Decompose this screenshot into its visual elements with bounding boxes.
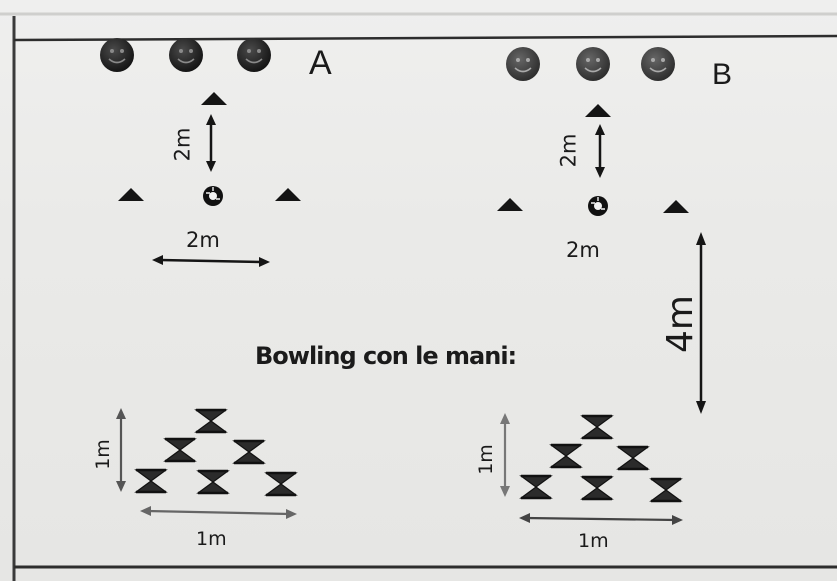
player-icon [506, 47, 540, 81]
player-icon [169, 38, 203, 72]
group-label-b: B [712, 60, 732, 90]
pin-height-label-left: 1m [94, 439, 113, 470]
diagram-title: Bowling con le mani: [255, 342, 516, 370]
player-icon [100, 38, 134, 72]
cone-icon [497, 198, 523, 211]
vertical-distance-label-b: 2m [558, 134, 579, 168]
bowling-pin-icon [198, 471, 228, 493]
group-label-a: A [309, 46, 332, 80]
double-arrow-icon [519, 513, 683, 525]
double-arrow-icon [152, 255, 270, 267]
player-icon [237, 38, 271, 72]
pin-set-right [500, 413, 683, 525]
bowling-pin-icon [582, 477, 612, 499]
cone-icon [118, 188, 144, 201]
bowling-pin-icon [618, 447, 648, 469]
bowling-pin-icon [165, 439, 195, 461]
bowling-pin-icon [651, 479, 681, 501]
separation-distance-label: 4m [663, 295, 699, 353]
pin-height-label-right: 1m [477, 444, 496, 475]
pin-set-left [116, 408, 297, 519]
horizontal-distance-label-b: 2m [566, 240, 600, 261]
ball-icon [588, 196, 608, 216]
bowling-pin-icon [234, 441, 264, 463]
bowling-pin-icon [196, 410, 226, 432]
bowling-pin-icon [266, 473, 296, 495]
bowling-pin-icon [521, 476, 551, 498]
double-arrow-icon [500, 413, 510, 497]
vertical-distance-label-a: 2m [172, 128, 193, 162]
top-frame-line [14, 36, 837, 40]
ball-icon [203, 186, 223, 206]
double-arrow-icon [595, 124, 605, 178]
pin-width-label-left: 1m [196, 530, 227, 549]
bowling-pin-icon [582, 416, 612, 438]
double-arrow-icon [206, 114, 216, 172]
pin-width-label-right: 1m [578, 532, 609, 551]
bowling-pin-icon [136, 470, 166, 492]
cone-icon [585, 104, 611, 117]
double-arrow-icon [116, 408, 126, 492]
bowling-pin-icon [551, 445, 581, 467]
horizontal-distance-label-a: 2m [186, 230, 220, 251]
cone-icon [663, 200, 689, 213]
double-arrow-icon [140, 506, 297, 519]
player-icon [576, 47, 610, 81]
group-b [497, 47, 706, 414]
player-icon [641, 47, 675, 81]
cone-icon [275, 188, 301, 201]
cone-icon [201, 92, 227, 105]
